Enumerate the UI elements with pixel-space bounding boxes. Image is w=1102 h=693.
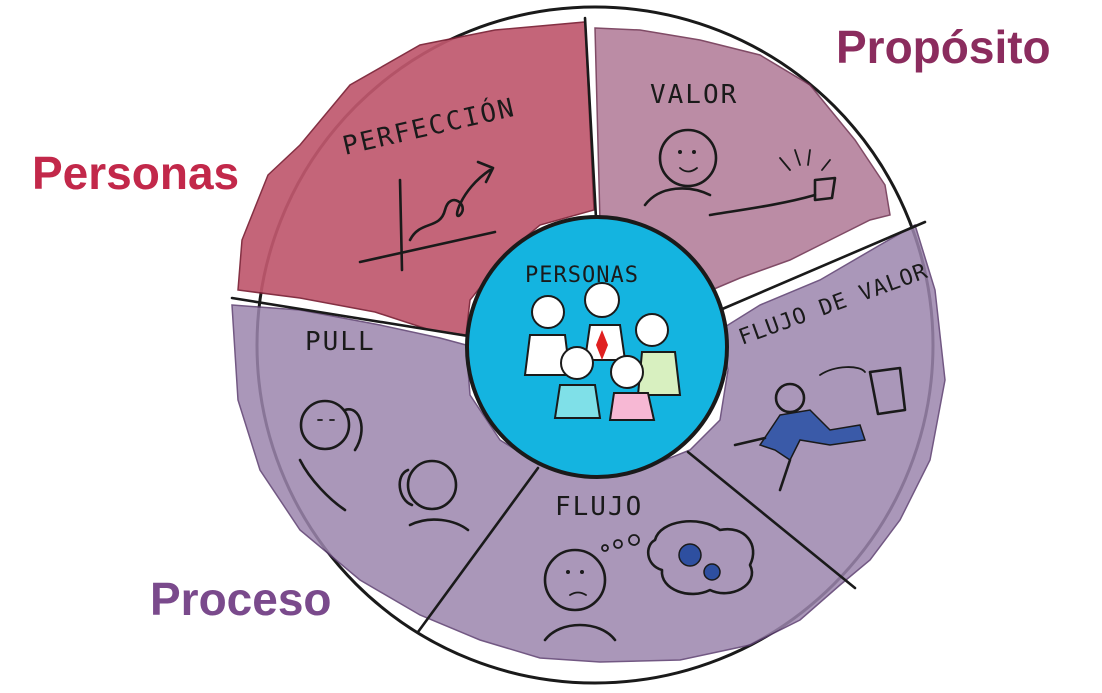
people-on-phone-icon	[298, 399, 470, 532]
category-label-personas: Personas	[32, 147, 240, 199]
segment-proceso: PULL FLUJO FLUJO DE VALOR	[231, 223, 946, 663]
growth-chart-icon	[358, 160, 497, 272]
dividers	[230, 16, 927, 634]
person-with-gift-icon	[643, 128, 837, 217]
segment-valor-label: VALOR	[650, 80, 738, 110]
group-of-people-icon	[523, 282, 682, 421]
category-label-proceso: Proceso	[150, 573, 332, 625]
segment-perfeccion: PERFECCIÓN	[237, 21, 595, 336]
center-label: PERSONAS	[525, 263, 639, 288]
center-personas: PERSONAS	[465, 215, 729, 479]
person-kicking-trash-icon	[733, 366, 907, 492]
thinking-gears-icon	[543, 519, 755, 642]
segment-pull-label: PULL	[305, 327, 376, 357]
segment-valor: VALOR	[594, 27, 891, 296]
segment-proceso-fill	[231, 223, 946, 663]
segment-flujo-label: FLUJO	[555, 492, 643, 522]
category-label-proposito: Propósito	[836, 21, 1051, 73]
